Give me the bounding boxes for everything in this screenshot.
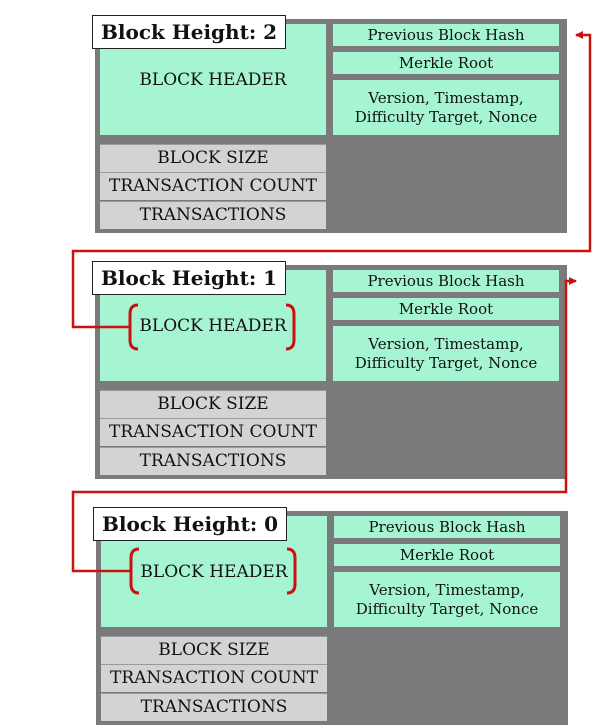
transaction-count-row: TRANSACTION COUNT (100, 172, 326, 200)
merkle-root-field: Merkle Root (333, 298, 559, 320)
block-1: BLOCK HEADER Block Height: 1 Previous Bl… (92, 261, 567, 479)
metadata-line-1: Version, Timestamp, (368, 88, 524, 107)
right-bracket-icon (285, 303, 296, 351)
metadata-line-2: Difficulty Target, Nonce (354, 107, 538, 126)
transactions-row: TRANSACTIONS (100, 201, 326, 229)
block-size-row: BLOCK SIZE (100, 144, 326, 172)
block-0: BLOCK HEADER Block Height: 0 Previous Bl… (93, 507, 568, 725)
merkle-root-field: Merkle Root (334, 544, 560, 566)
block-height-label: Block Height: 0 (93, 507, 288, 541)
previous-block-hash-field: Previous Block Hash (334, 516, 560, 538)
header-metadata-field: Version, Timestamp, Difficulty Target, N… (333, 80, 559, 135)
transaction-count-row: TRANSACTION COUNT (100, 418, 326, 446)
metadata-line-1: Version, Timestamp, (368, 334, 524, 353)
block-height-label: Block Height: 2 (92, 15, 287, 49)
block-size-row: BLOCK SIZE (101, 636, 327, 664)
transactions-row: TRANSACTIONS (100, 447, 326, 475)
link-arrow-0-to-1 (71, 277, 577, 573)
right-bracket-icon (286, 547, 297, 595)
block-size-row: BLOCK SIZE (100, 390, 326, 418)
previous-block-hash-field: Previous Block Hash (333, 24, 559, 46)
chain-links-overlay (71, 31, 592, 595)
transaction-count-row: TRANSACTION COUNT (101, 664, 327, 692)
merkle-root-field: Merkle Root (333, 52, 559, 74)
block-2: BLOCK HEADER Block Height: 2 Previous Bl… (92, 15, 567, 233)
previous-block-hash-field: Previous Block Hash (333, 270, 559, 292)
header-metadata-field: Version, Timestamp, Difficulty Target, N… (333, 326, 559, 381)
metadata-line-2: Difficulty Target, Nonce (355, 599, 539, 618)
metadata-line-2: Difficulty Target, Nonce (354, 353, 538, 372)
link-arrow-1-to-2 (71, 31, 592, 329)
left-bracket-icon (129, 547, 140, 595)
header-metadata-field: Version, Timestamp, Difficulty Target, N… (334, 572, 560, 627)
metadata-line-1: Version, Timestamp, (369, 580, 525, 599)
block-header-label: BLOCK HEADER (139, 70, 287, 90)
block-header-label: BLOCK HEADER (139, 316, 287, 336)
block-header-label: BLOCK HEADER (140, 562, 288, 582)
block-height-label: Block Height: 1 (92, 261, 287, 295)
left-bracket-icon (128, 303, 139, 351)
